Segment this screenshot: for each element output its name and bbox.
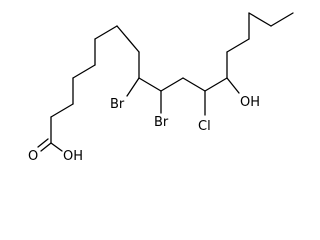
atom-labels: Br Br Cl OH OH O (28, 95, 260, 164)
bond-c7-c8 (116, 25, 140, 53)
chemical-structure-diagram: Br Br Cl OH OH O (28, 12, 294, 164)
substituent-bonds (37, 77, 240, 152)
bond-c6-c7 (94, 25, 118, 40)
bond-c2-c3 (50, 103, 74, 118)
bond-c16-c17 (248, 12, 272, 27)
chlorine-label: Cl (198, 119, 211, 134)
bond-c1-oh (50, 142, 63, 152)
bond-c9-br-upper (126, 77, 140, 97)
bromine-label-upper: Br (110, 97, 125, 112)
bond-c12-c13 (204, 77, 228, 92)
bond-c9-c10 (138, 77, 162, 92)
bromine-label-lower: Br (154, 115, 169, 130)
bond-c14-c15 (226, 38, 250, 53)
bond-c17-c18 (270, 12, 294, 27)
bond-c1-o-double-a (40, 142, 52, 152)
hydroxyl-label: OH (240, 95, 260, 110)
bond-c4-c5 (72, 64, 96, 79)
bond-c10-c11 (160, 77, 184, 92)
carbon-skeleton (50, 12, 294, 144)
bond-c1-o-double-b (37, 138, 49, 148)
bond-c11-c12 (182, 77, 206, 92)
carboxyl-oh-label: OH (63, 149, 83, 164)
carbonyl-oxygen-label: O (28, 149, 38, 164)
bond-c13-oh (226, 77, 240, 94)
